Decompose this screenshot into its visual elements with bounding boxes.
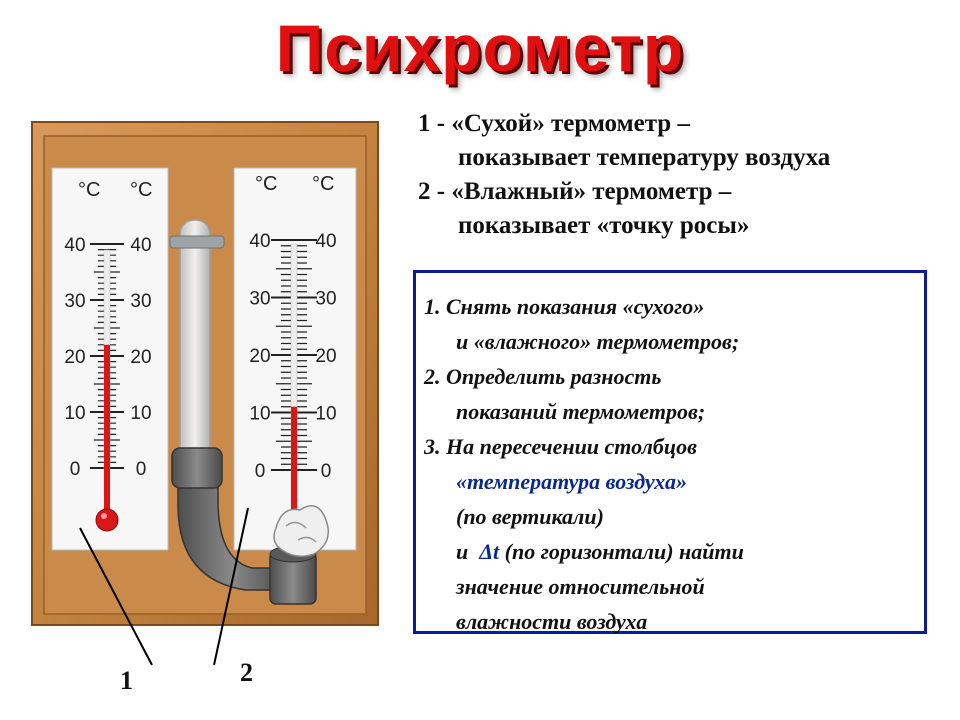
pointer-line-1 bbox=[79, 527, 153, 666]
scale-label: 20 bbox=[130, 347, 151, 368]
step-3: 3. На пересечении столбцов «температура … bbox=[424, 429, 924, 639]
scale-label: 40 bbox=[249, 231, 270, 252]
page-title: Психрометр bbox=[275, 11, 685, 85]
scale-label: 30 bbox=[130, 291, 151, 312]
wet-cloth bbox=[273, 505, 329, 557]
step-3-rest: (по горизонтали) найти bbox=[504, 539, 744, 564]
glass-tube bbox=[179, 219, 211, 471]
scale-label: 10 bbox=[64, 403, 85, 424]
legend-item-1-line-2: показывает температуру воздуха bbox=[458, 144, 831, 171]
scale-label: 0 bbox=[255, 461, 266, 482]
wet-unit-left: °C bbox=[255, 173, 277, 195]
step-3-line-1: 3. На пересечении столбцов bbox=[424, 434, 697, 459]
step-3-line-4: и Δt (по горизонтали) найти bbox=[424, 534, 924, 569]
wet-mercury-column bbox=[291, 406, 297, 530]
scale-label: 20 bbox=[249, 346, 270, 367]
wet-scale-labels: 40 40 30 30 20 20 10 10 0 0 bbox=[249, 231, 336, 482]
step-1-line-2: и «влажного» термометров; bbox=[456, 329, 740, 354]
dry-scale-labels: 40 40 30 30 20 20 10 10 0 0 bbox=[64, 235, 151, 480]
legend-item-2-line-1: 2 - «Влажный» термометр – bbox=[418, 178, 732, 205]
scale-label: 0 bbox=[136, 459, 147, 480]
step-3-line-2: «температура воздуха» bbox=[456, 469, 687, 494]
dry-unit-left: °C bbox=[78, 179, 100, 201]
step-1-line-1: 1. Снять показания «сухого» bbox=[424, 294, 705, 319]
step-1: 1. Снять показания «сухого» и «влажного»… bbox=[424, 289, 924, 359]
step-3-line-6: влажности воздуха bbox=[456, 609, 648, 634]
step-2: 2. Определить разность показаний термоме… bbox=[424, 359, 924, 429]
scale-label: 0 bbox=[321, 461, 332, 482]
legend: 1 - «Сухой» термометр – показывает темпе… bbox=[418, 107, 948, 243]
label-dry-thermometer: 1 bbox=[120, 666, 133, 695]
scale-label: 30 bbox=[249, 289, 270, 310]
step-3-prefix: и bbox=[456, 539, 469, 564]
scale-label: 40 bbox=[130, 235, 151, 256]
dry-unit-right: °C bbox=[130, 179, 152, 201]
label-wet-thermometer: 2 bbox=[240, 658, 253, 687]
wet-unit-right: °C bbox=[312, 173, 334, 195]
scale-label: 40 bbox=[315, 231, 336, 252]
scale-label: 40 bbox=[64, 235, 85, 256]
scale-label: 10 bbox=[130, 403, 151, 424]
step-3-line-5: значение относительной bbox=[456, 574, 705, 599]
scale-label: 20 bbox=[315, 346, 336, 367]
legend-item-1-line-1: 1 - «Сухой» термометр – bbox=[418, 110, 690, 137]
step-2-line-2: показаний термометров; bbox=[456, 399, 706, 424]
scale-label: 10 bbox=[249, 404, 270, 425]
step-2-line-1: 2. Определить разность bbox=[424, 364, 662, 389]
dry-bulb bbox=[95, 508, 119, 532]
legend-item-2-line-2: показывает «точку росы» bbox=[458, 212, 750, 239]
scale-label: 30 bbox=[315, 289, 336, 310]
pointer-line-2 bbox=[213, 507, 249, 666]
dry-mercury-column bbox=[104, 344, 110, 515]
scale-label: 0 bbox=[70, 459, 81, 480]
scale-label: 20 bbox=[64, 347, 85, 368]
instructions-box: 1. Снять показания «сухого» и «влажного»… bbox=[413, 270, 927, 634]
delta-t-symbol: Δt bbox=[479, 539, 500, 564]
scale-label: 30 bbox=[64, 291, 85, 312]
scale-label: 10 bbox=[315, 404, 336, 425]
step-3-line-3: (по вертикали) bbox=[456, 504, 604, 529]
